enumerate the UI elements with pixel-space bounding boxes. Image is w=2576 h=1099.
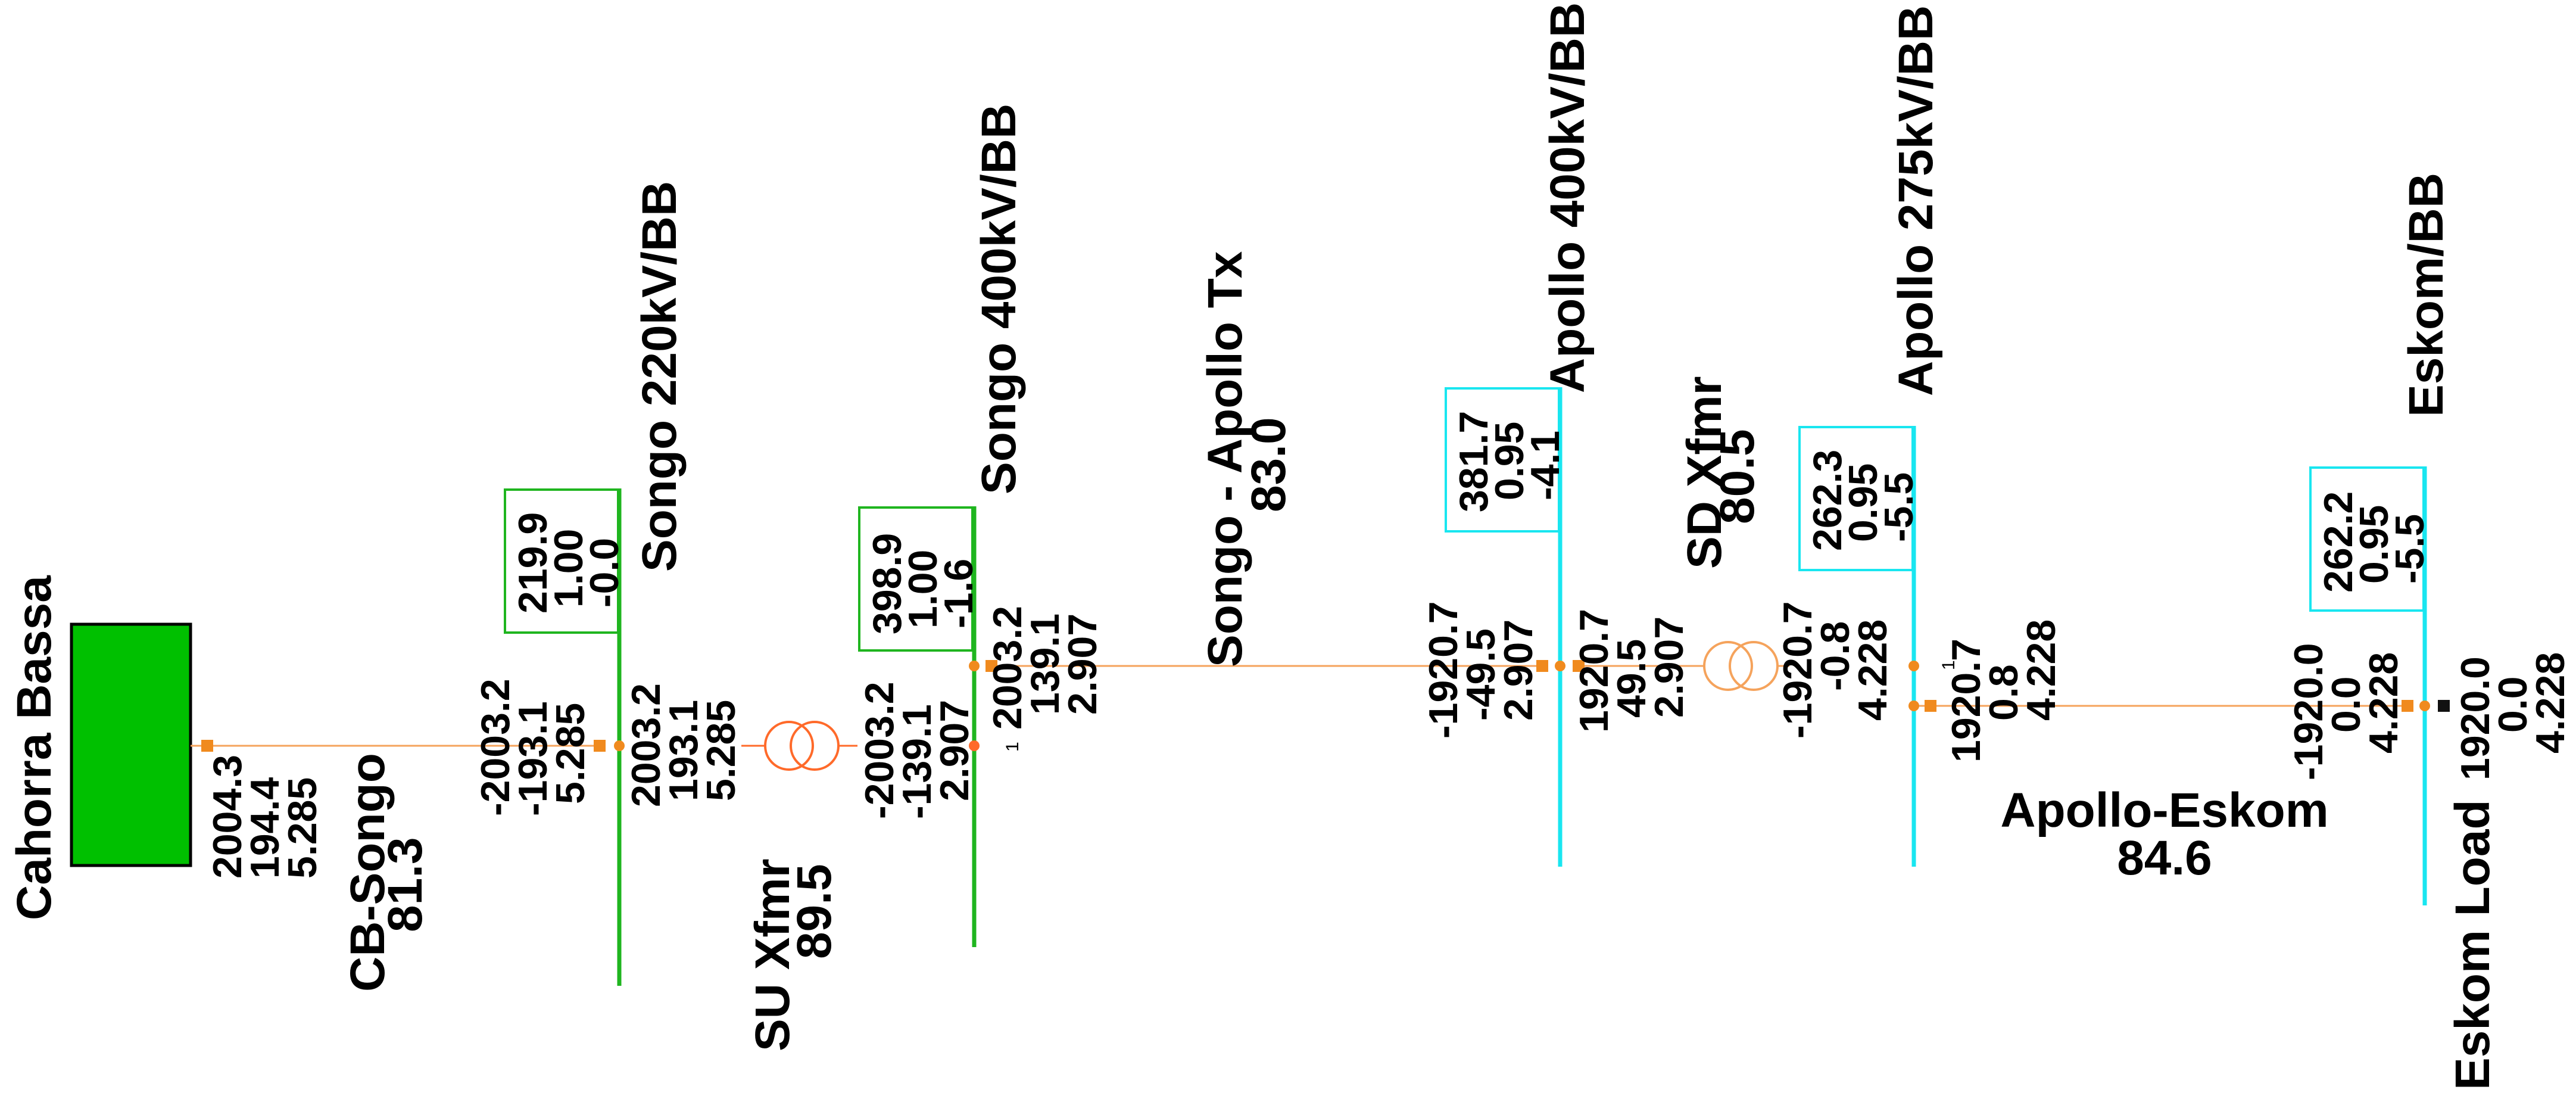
- apollo400-pu: 0.95: [1487, 422, 1532, 500]
- apollo275-angle: -5.5: [1876, 472, 1922, 542]
- eskom-load-flow-1: 1920.0: [2453, 656, 2498, 780]
- eskom-load-name: Eskom Load: [2446, 799, 2500, 1090]
- apollo275-node-lower: [1908, 701, 1919, 711]
- sd-xfmr-name: SD Xfmr: [1677, 376, 1732, 569]
- generator-flow-2: 194.4: [242, 777, 288, 879]
- songo400-node-lower: [969, 740, 980, 751]
- generator-flow-1: 2004.3: [205, 755, 250, 879]
- apollo400-to-sd-flow-3: 2.907: [1646, 617, 1692, 718]
- marker-one-a: 1: [1003, 742, 1022, 752]
- songo400-name: Songo 400kV/BB: [972, 104, 1026, 494]
- songo220-result-box: [504, 488, 619, 634]
- su-to-songo400-flow-1: -2003.2: [857, 681, 902, 819]
- songo400-voltage: 398.9: [865, 533, 910, 634]
- apollo400-to-sd-flow-2: 49.5: [1609, 639, 1654, 718]
- sd-transformer[interactable]: [1703, 641, 1789, 691]
- songo220-angle: -0.0: [582, 538, 627, 608]
- songo220-pu: 1.00: [546, 529, 591, 608]
- songo400-breaker-right[interactable]: [986, 660, 997, 672]
- apollo400-to-sd-flow-1: 1920.7: [1571, 609, 1617, 733]
- apollo275-to-line-flow-3: 4.228: [2019, 619, 2064, 721]
- line-end-apollo400-flow-3: 2.907: [1496, 619, 1541, 721]
- songo400-pu: 1.00: [900, 550, 946, 628]
- songo220-to-su-flow-3: 5.285: [698, 700, 744, 801]
- songo-apollo-name: Songo - Apollo Tx: [1198, 251, 1252, 667]
- generator-cahorra-bassa[interactable]: [70, 622, 213, 867]
- line-end-apollo400-flow-1: -1920.7: [1421, 601, 1466, 739]
- cb-songo-loading: 81.3: [378, 837, 432, 932]
- generator-flow-3: 5.285: [280, 777, 325, 879]
- apollo275-name: Apollo 275kV/BB: [1889, 5, 1943, 396]
- apollo400-angle: -4.1: [1523, 431, 1568, 500]
- eskom-load-breaker[interactable]: [2438, 700, 2450, 712]
- generator-name: Cahorra Bassa: [7, 575, 61, 920]
- su-to-songo400-flow-3: 2.907: [932, 700, 977, 801]
- cb-line-end-flow-1: -2003.2: [473, 678, 518, 816]
- apollo400-name: Apollo 400kV/BB: [1540, 2, 1595, 393]
- apollo400-result-box: [1445, 387, 1560, 533]
- eskom-result-box: [2309, 466, 2425, 612]
- eskom-node: [2419, 701, 2430, 711]
- apollo275-voltage: 262.3: [1805, 450, 1850, 551]
- su-to-songo400-flow-2: -139.1: [894, 704, 940, 819]
- sd-to-apollo275-flow-1: -1920.7: [1775, 601, 1820, 739]
- songo400-to-line-flow-2: 139.1: [1022, 614, 1068, 715]
- apollo-eskom-name: Apollo-Eskom: [2000, 783, 2328, 838]
- songo220-to-su-flow-1: 2003.2: [623, 683, 669, 807]
- eskom-bus-name: Eskom/BB: [2399, 173, 2453, 417]
- apollo275-result-box: [1798, 426, 1914, 571]
- line-end-apollo400-flow-2: -49.5: [1458, 628, 1504, 721]
- songo400-to-line-flow-1: 2003.2: [985, 606, 1030, 730]
- su-xfmr-name: SU Xfmr: [746, 858, 800, 1051]
- songo220-breaker-left[interactable]: [594, 740, 606, 752]
- songo220-to-su-flow-2: 193.1: [661, 700, 706, 801]
- apollo275-to-line-flow-2: 0.8: [1981, 664, 2026, 721]
- cb-line-end-flow-3: 5.285: [548, 703, 593, 804]
- apollo400-breaker-left[interactable]: [1536, 660, 1548, 672]
- line-end-eskom-flow-1: -1920.0: [2286, 643, 2331, 780]
- songo220-name: Songo 220kV/BB: [632, 181, 687, 572]
- su-xfmr-loading: 89.5: [787, 864, 841, 959]
- apollo275-node-upper: [1908, 661, 1919, 671]
- marker-one-b: 1: [1939, 660, 1958, 670]
- su-transformer[interactable]: [741, 721, 857, 771]
- cb-songo-name: CB-Songo: [341, 753, 395, 992]
- apollo400-voltage: 381.7: [1451, 411, 1496, 512]
- eskom-load-flow-3: 4.228: [2528, 652, 2573, 754]
- eskom-voltage: 262.2: [2316, 491, 2361, 593]
- eskom-angle: -5.5: [2387, 514, 2432, 584]
- eskom-breaker-left[interactable]: [2402, 700, 2413, 712]
- eskom-pu: 0.95: [2352, 505, 2397, 584]
- songo-apollo-loading: 83.0: [1242, 417, 1296, 512]
- sd-to-apollo275-flow-2: -0.8: [1813, 621, 1858, 691]
- apollo400-node: [1555, 661, 1565, 671]
- cb-line-end-flow-2: -193.1: [510, 701, 556, 816]
- apollo400-breaker-right[interactable]: [1573, 660, 1585, 672]
- line-end-eskom-flow-2: 0.0: [2324, 676, 2369, 733]
- songo400-angle: -1.6: [936, 559, 981, 628]
- songo400-node-upper: [969, 661, 980, 671]
- eskom-load-flow-2: 0.0: [2490, 676, 2536, 733]
- songo220-node: [614, 740, 625, 751]
- apollo-eskom-loading: 84.6: [2117, 831, 2212, 885]
- sd-xfmr-loading: 80.5: [1710, 429, 1764, 524]
- songo220-voltage: 219.9: [510, 512, 556, 614]
- apollo275-to-line-flow-1: 1920.7: [1944, 639, 1989, 762]
- songo400-to-line-flow-3: 2.907: [1060, 614, 1105, 715]
- songo400-result-box: [858, 506, 974, 652]
- line-end-eskom-flow-3: 4.228: [2361, 652, 2406, 754]
- apollo275-pu: 0.95: [1841, 463, 1886, 542]
- apollo275-breaker-right[interactable]: [1925, 700, 1936, 712]
- sd-to-apollo275-flow-3: 4.228: [1850, 619, 1895, 721]
